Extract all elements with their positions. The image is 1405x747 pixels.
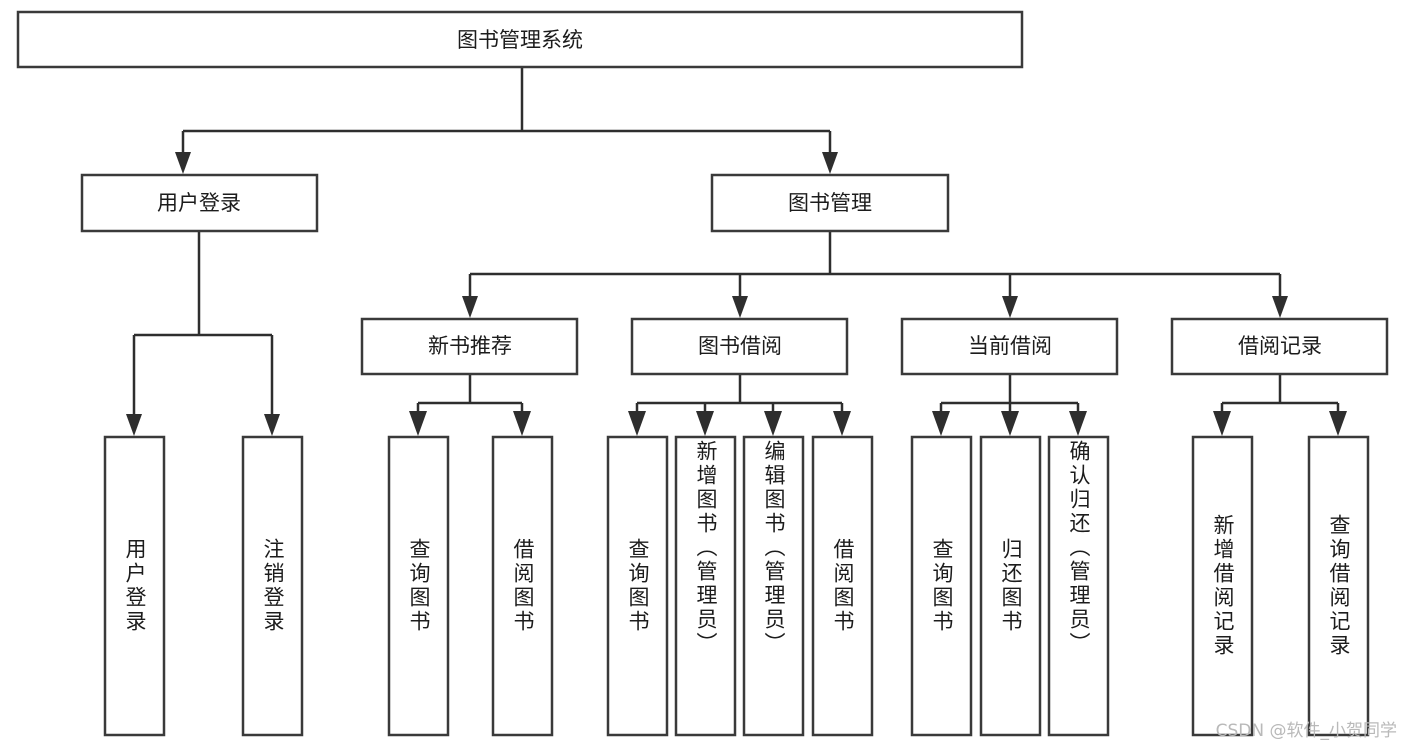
arrowhead-leaf-confirm-return xyxy=(1069,411,1087,436)
node-leaf-user-login-label: 用户登录 xyxy=(123,538,147,634)
node-leaf-query-record-label: 查询借阅记录 xyxy=(1327,514,1351,658)
arrowhead-leaf-borrow-book-2 xyxy=(833,411,851,436)
node-current-borrow-box[interactable] xyxy=(900,317,1119,376)
node-leaf-add-book-label: 新增图书（管理员） xyxy=(694,440,718,656)
node-leaf-user-logout-box[interactable] xyxy=(241,435,304,737)
arrowhead-leaf-user-logout xyxy=(264,414,280,436)
node-leaf-query-book-3[interactable]: 查询图书 xyxy=(910,435,973,737)
arrowhead-leaf-edit-book xyxy=(764,411,782,436)
node-leaf-confirm-return-label: 确认归还（管理员） xyxy=(1067,440,1091,656)
node-book-management-box[interactable] xyxy=(710,173,950,233)
node-leaf-borrow-book-1[interactable]: 借阅图书 xyxy=(491,435,554,737)
arrowhead-leaf-add-record xyxy=(1213,411,1231,436)
node-leaf-query-book-2-label: 查询图书 xyxy=(626,538,650,634)
node-borrow-record-box[interactable] xyxy=(1170,317,1389,376)
node-leaf-query-book-1-label: 查询图书 xyxy=(407,538,431,634)
node-leaf-add-record-box[interactable] xyxy=(1191,435,1254,737)
arrowhead-current-borrow xyxy=(1002,296,1018,318)
node-leaf-query-record[interactable]: 查询借阅记录 xyxy=(1307,435,1370,737)
node-leaf-borrow-book-2-box[interactable] xyxy=(811,435,874,737)
node-root-box[interactable] xyxy=(16,10,1024,69)
arrowhead-leaf-query-book-2 xyxy=(628,411,646,436)
node-book-borrow-box[interactable] xyxy=(630,317,849,376)
node-user-login[interactable]: 用户登录 xyxy=(80,173,319,233)
node-borrow-record-label: 借阅记录 xyxy=(1238,334,1322,358)
node-leaf-add-book-box[interactable] xyxy=(674,435,737,737)
node-leaf-return-book-box[interactable] xyxy=(979,435,1042,737)
node-leaf-edit-book-box[interactable] xyxy=(742,435,805,737)
node-root[interactable]: 图书管理系统 xyxy=(16,10,1024,69)
node-book-management-label: 图书管理 xyxy=(788,191,872,215)
node-leaf-return-book-label: 归还图书 xyxy=(999,538,1023,634)
node-user-login-label: 用户登录 xyxy=(157,191,241,215)
node-leaf-user-logout-label: 注销登录 xyxy=(261,538,285,634)
arrowhead-book-management xyxy=(822,152,838,174)
arrowhead-borrow-record xyxy=(1272,296,1288,318)
arrowhead-leaf-query-book-3 xyxy=(932,411,950,436)
node-leaf-confirm-return[interactable]: 确认归还（管理员） xyxy=(1047,435,1110,737)
node-book-management[interactable]: 图书管理 xyxy=(710,173,950,233)
node-book-borrow[interactable]: 图书借阅 xyxy=(630,317,849,376)
node-leaf-add-book[interactable]: 新增图书（管理员） xyxy=(674,435,737,737)
node-new-book-recommend-box[interactable] xyxy=(360,317,579,376)
node-leaf-borrow-book-1-box[interactable] xyxy=(491,435,554,737)
node-leaf-user-login[interactable]: 用户登录 xyxy=(103,435,166,737)
node-leaf-edit-book-label: 编辑图书（管理员） xyxy=(762,440,786,656)
arrowhead-leaf-query-book-1 xyxy=(409,411,427,436)
arrowhead-user-login xyxy=(175,152,191,174)
arrowhead-leaf-query-record xyxy=(1329,411,1347,436)
node-leaf-edit-book[interactable]: 编辑图书（管理员） xyxy=(742,435,805,737)
node-leaf-query-book-3-box[interactable] xyxy=(910,435,973,737)
node-leaf-user-logout[interactable]: 注销登录 xyxy=(241,435,304,737)
arrowhead-book-borrow xyxy=(732,296,748,318)
node-leaf-borrow-book-2[interactable]: 借阅图书 xyxy=(811,435,874,737)
node-leaf-add-record-label: 新增借阅记录 xyxy=(1211,514,1235,658)
node-borrow-record[interactable]: 借阅记录 xyxy=(1170,317,1389,376)
node-user-login-box[interactable] xyxy=(80,173,319,233)
node-new-book-recommend[interactable]: 新书推荐 xyxy=(360,317,579,376)
node-current-borrow-label: 当前借阅 xyxy=(968,334,1052,358)
node-leaf-query-book-1[interactable]: 查询图书 xyxy=(387,435,450,737)
node-leaf-query-book-1-box[interactable] xyxy=(387,435,450,737)
node-leaf-user-login-box[interactable] xyxy=(103,435,166,737)
edge-layer xyxy=(126,67,1347,436)
node-leaf-return-book[interactable]: 归还图书 xyxy=(979,435,1042,737)
node-leaf-query-record-box[interactable] xyxy=(1307,435,1370,737)
arrowhead-leaf-user-login xyxy=(126,414,142,436)
node-new-book-recommend-label: 新书推荐 xyxy=(428,334,512,358)
node-leaf-borrow-book-1-label: 借阅图书 xyxy=(511,538,535,634)
node-leaf-query-book-2-box[interactable] xyxy=(606,435,669,737)
node-root-label: 图书管理系统 xyxy=(457,28,583,52)
node-leaf-query-book-3-label: 查询图书 xyxy=(930,538,954,634)
node-leaf-add-record[interactable]: 新增借阅记录 xyxy=(1191,435,1254,737)
node-leaf-borrow-book-2-label: 借阅图书 xyxy=(831,538,855,634)
node-book-borrow-label: 图书借阅 xyxy=(698,334,782,358)
node-current-borrow[interactable]: 当前借阅 xyxy=(900,317,1119,376)
arrowhead-leaf-add-book xyxy=(696,411,714,436)
arrowhead-leaf-return-book xyxy=(1001,411,1019,436)
arrowhead-leaf-borrow-book-1 xyxy=(513,411,531,436)
node-leaf-query-book-2[interactable]: 查询图书 xyxy=(606,435,669,737)
arrowhead-new-book-recommend xyxy=(462,296,478,318)
node-leaf-confirm-return-box[interactable] xyxy=(1047,435,1110,737)
